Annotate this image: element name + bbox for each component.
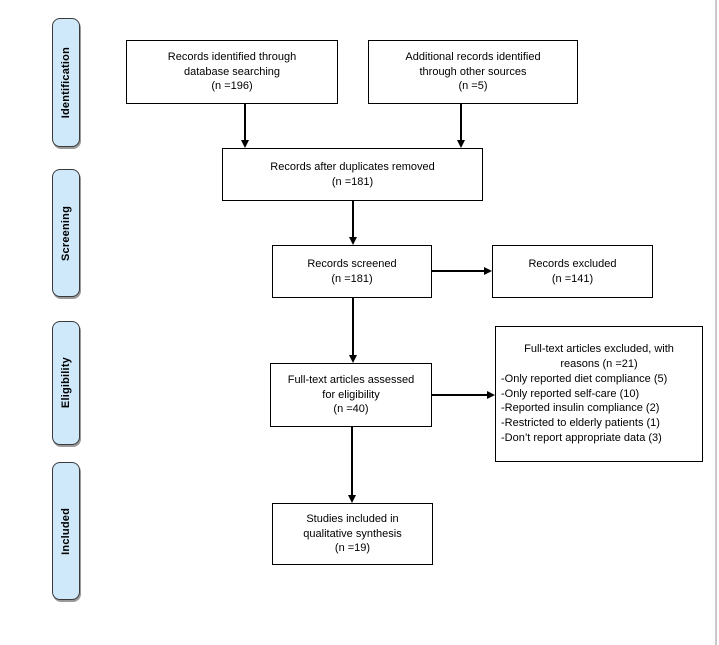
stage-label-text: Identification: [60, 46, 72, 119]
flow-box-line: (n =181): [331, 175, 374, 188]
flow-box-line: Records after duplicates removed: [270, 160, 435, 173]
exclusion-reason: -Only reported diet compliance (5): [501, 372, 668, 385]
arrow-fulltext-to-included-head: [348, 495, 356, 503]
flow-box-records-screened: Records screened (n =181): [272, 245, 432, 298]
arrow-db-to-duplicates-line: [244, 104, 246, 141]
flow-box-line: (n =40): [333, 403, 369, 416]
flow-box-records-excluded: Records excluded (n =141): [492, 245, 653, 298]
flow-box-line: Studies included in: [306, 512, 399, 525]
exclusion-reason: -Don’t report appropriate data (3): [501, 432, 662, 445]
arrow-other-to-duplicates-line: [460, 104, 462, 141]
flow-box-line: (n =5): [458, 80, 488, 93]
arrow-fulltext-to-excluded-line: [432, 394, 488, 396]
flow-box-fulltext-excluded: Full-text articles excluded, with reason…: [495, 326, 703, 462]
flow-box-fulltext-assessed: Full-text articles assessed for eligibil…: [270, 363, 432, 427]
stage-label-identification: Identification: [52, 18, 80, 147]
arrow-duplicates-to-screened-head: [349, 237, 357, 245]
flow-box-records-database: Records identified through database sear…: [126, 40, 338, 104]
flow-box-studies-included: Studies included in qualitative synthesi…: [272, 503, 433, 565]
flow-box-duplicates-removed: Records after duplicates removed (n =181…: [222, 148, 483, 201]
arrow-screened-to-fulltext-head: [349, 355, 357, 363]
flow-box-line: Additional records identified: [405, 50, 541, 63]
flow-box-line: Full-text articles assessed: [287, 373, 415, 386]
arrow-screened-to-fulltext-line: [352, 298, 354, 356]
arrow-screened-to-excluded-head: [484, 267, 492, 275]
flow-box-line: reasons (n =21): [560, 357, 638, 370]
flow-box-line: for eligibility: [322, 388, 380, 401]
stage-label-text: Eligibility: [60, 357, 72, 409]
flow-box-line: database searching: [183, 65, 280, 78]
exclusion-reason: -Restricted to elderly patients (1): [501, 417, 660, 430]
arrow-fulltext-to-excluded-head: [487, 391, 495, 399]
stage-label-eligibility: Eligibility: [52, 321, 80, 445]
stage-label-screening: Screening: [52, 169, 80, 297]
exclusion-reason: -Only reported self-care (10): [501, 387, 640, 400]
arrow-other-to-duplicates-head: [457, 140, 465, 148]
flow-box-line: Records screened: [307, 257, 397, 270]
flow-box-records-other-sources: Additional records identified through ot…: [368, 40, 578, 104]
flow-box-line: Records excluded: [528, 257, 617, 270]
flow-box-line: (n =141): [551, 272, 594, 285]
flow-box-line: qualitative synthesis: [303, 527, 402, 540]
stage-label-text: Included: [60, 507, 72, 555]
flow-box-line: (n =19): [334, 542, 371, 555]
flow-box-line: Full-text articles excluded, with: [524, 343, 674, 356]
arrow-fulltext-to-included-line: [351, 427, 353, 496]
page-edge-line: [715, 0, 717, 645]
flow-box-line: Records identified through: [167, 50, 297, 63]
stage-label-text: Screening: [60, 205, 72, 261]
flow-box-line: (n =181): [331, 272, 373, 285]
arrow-db-to-duplicates-head: [241, 140, 249, 148]
flow-box-line: through other sources: [419, 65, 527, 78]
exclusion-reason: -Reported insulin compliance (2): [501, 402, 660, 415]
arrow-screened-to-excluded-line: [432, 270, 485, 272]
arrow-duplicates-to-screened-line: [352, 201, 354, 238]
stage-label-included: Included: [52, 462, 80, 600]
flow-box-line: (n =196): [211, 80, 253, 93]
